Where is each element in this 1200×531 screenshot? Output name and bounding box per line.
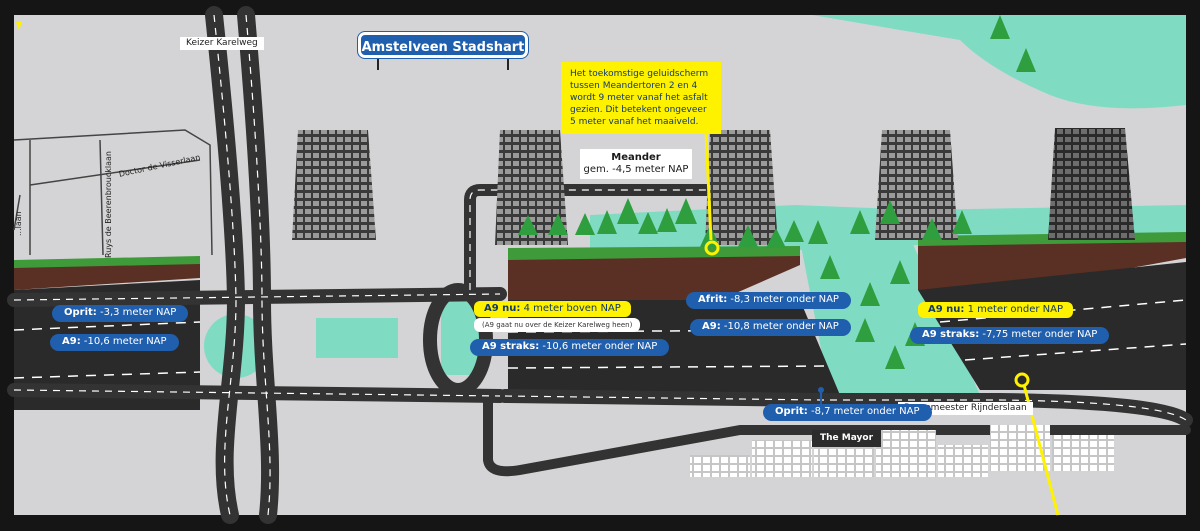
label-oprit-west: Oprit: -3,3 meter NAP bbox=[52, 305, 189, 322]
trees bbox=[518, 15, 1036, 369]
street-label-keizer-karelweg: Keizer Karelweg bbox=[180, 37, 264, 50]
towers bbox=[292, 128, 1135, 245]
building-label-the-mayor: The Mayor bbox=[812, 430, 882, 447]
label-a9-west: A9: -10,6 meter NAP bbox=[50, 334, 179, 351]
sign-posts bbox=[377, 58, 509, 70]
pointer-oprit-dot bbox=[818, 387, 824, 393]
park-corridor bbox=[795, 215, 980, 395]
square-green bbox=[316, 318, 398, 358]
soil-mid bbox=[508, 250, 800, 300]
interchange-green bbox=[441, 297, 479, 375]
corner-mark bbox=[16, 22, 22, 30]
grass-mid bbox=[508, 246, 800, 260]
geluidscherm-callout: Het toekomstige geluidscherm tussen Mean… bbox=[561, 62, 721, 134]
pointer-dot-meander bbox=[704, 240, 720, 256]
label-a9-straks-center: A9 straks: -10,6 meter onder NAP bbox=[470, 339, 670, 356]
label-afrit: Afrit: -8,3 meter onder NAP bbox=[686, 292, 851, 309]
meander-level: gem. -4,5 meter NAP bbox=[583, 164, 689, 175]
grass-west bbox=[14, 256, 200, 268]
meander-title: Meander bbox=[611, 152, 661, 163]
park-north bbox=[812, 15, 1186, 109]
soil-east bbox=[918, 236, 1186, 290]
street-grid bbox=[13, 129, 213, 256]
pointer-dot-a9-east bbox=[1014, 372, 1030, 388]
label-a9-nu-center-note: (A9 gaat nu over de Keizer Karelweg heen… bbox=[474, 318, 641, 332]
road-centerlines bbox=[13, 14, 1187, 516]
street-label-burgemeester-rijnderslaan: Burgemeester Rijnderslaan bbox=[898, 402, 1033, 415]
label-a9-nu-center: A9 nu: 4 meter boven NAP bbox=[474, 301, 631, 317]
label-a9-straks-east: A9 straks: -7,75 meter onder NAP bbox=[910, 327, 1110, 344]
label-a9-mid: A9: -10,8 meter onder NAP bbox=[690, 319, 851, 336]
label-oprit-south: Oprit: -8,7 meter onder NAP bbox=[763, 404, 932, 421]
label-a9-nu-east: A9 nu: 1 meter onder NAP bbox=[918, 302, 1073, 318]
street-label-partial: ...laan bbox=[14, 211, 23, 236]
title-sign: Amstelveen Stadshart bbox=[357, 31, 529, 59]
the-mayor-blocks bbox=[690, 425, 1114, 477]
meander-label: Meander gem. -4,5 meter NAP bbox=[580, 149, 692, 179]
street-label-ruys-de-beerenbroucklaan: Ruys de Beerenbroucklaan bbox=[104, 151, 113, 258]
